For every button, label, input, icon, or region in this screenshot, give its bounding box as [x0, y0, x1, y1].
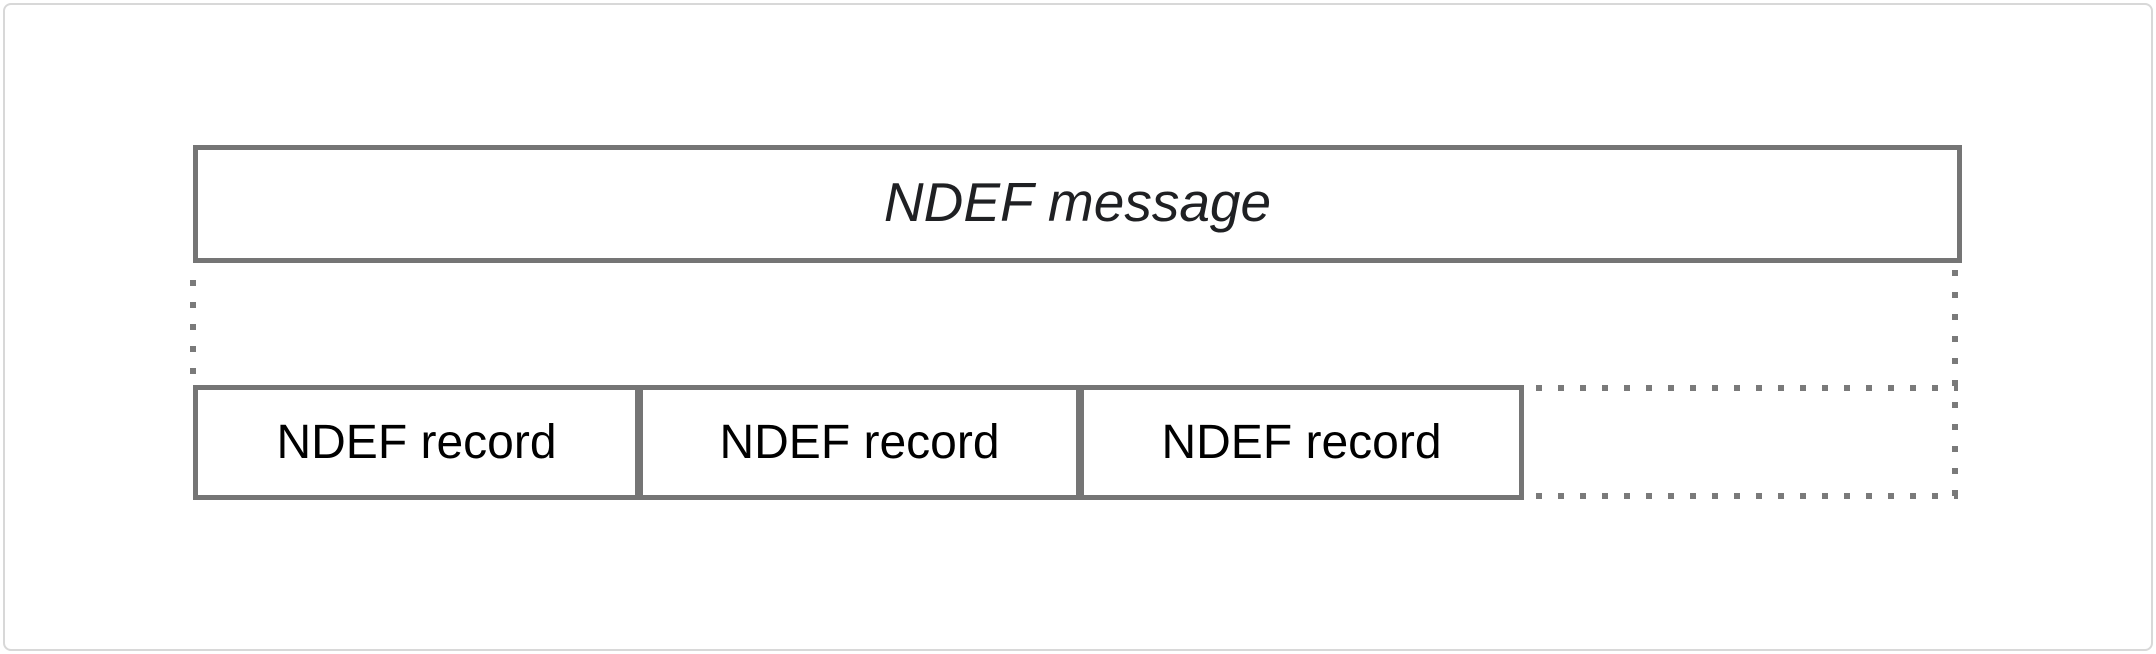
ndef-record-box-2: NDEF record [638, 385, 1081, 500]
left-dotted-connector-line [190, 280, 196, 380]
right-dotted-connector-line [1952, 270, 1958, 496]
ndef-message-label: NDEF message [883, 171, 1272, 233]
outer-frame [3, 3, 2153, 651]
ndef-record-box-1: NDEF record [193, 385, 640, 500]
ndef-record-label-3: NDEF record [1161, 416, 1442, 469]
records-row: NDEF record NDEF record NDEF record [193, 385, 1524, 500]
continuation-top-dotted-line [1536, 385, 1958, 391]
continuation-bottom-dotted-line [1536, 493, 1958, 499]
ndef-message-box: NDEF message [193, 145, 1962, 263]
ndef-record-label-1: NDEF record [276, 416, 557, 469]
ndef-record-label-2: NDEF record [719, 416, 1000, 469]
ndef-record-box-3: NDEF record [1079, 385, 1524, 500]
